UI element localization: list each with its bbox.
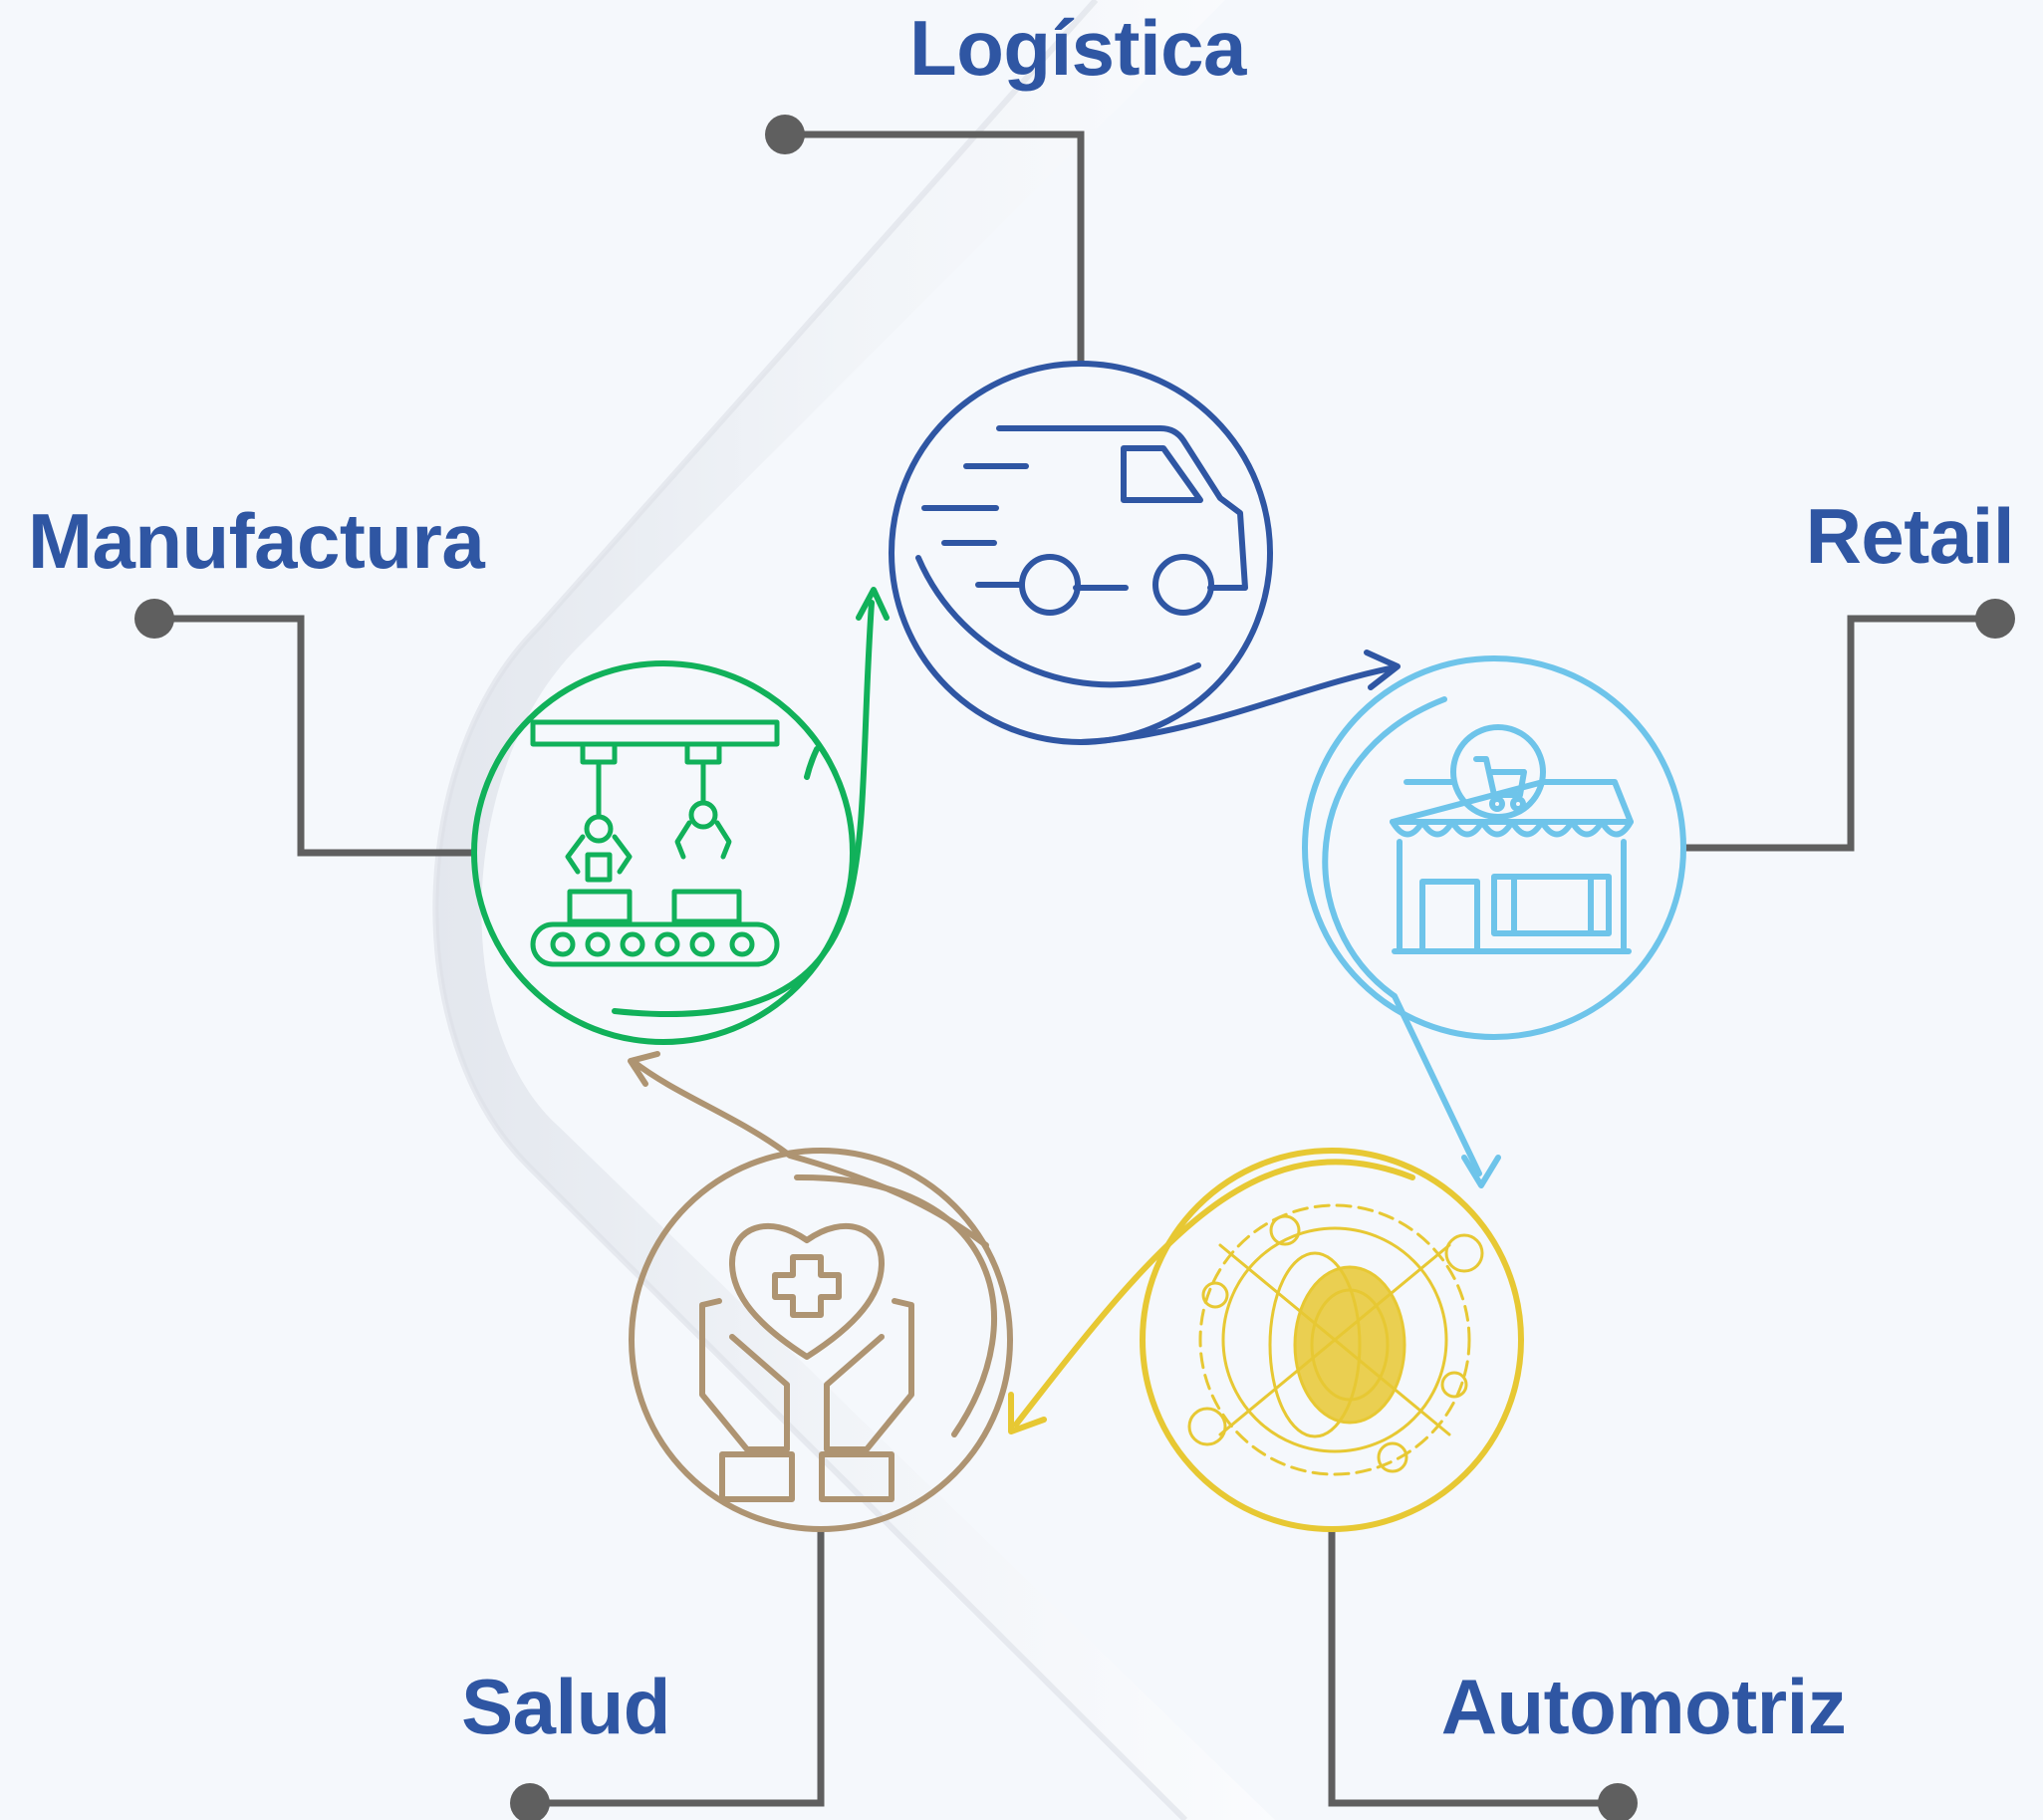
connector-dots (134, 115, 2015, 1820)
label-retail: Retail (1806, 492, 2014, 580)
connector-automotriz (1328, 1529, 1618, 1807)
hands-heart-cross-icon (699, 1222, 914, 1502)
label-logistica: Logística (909, 4, 1247, 92)
label-automotriz: Automotriz (1441, 1663, 1847, 1750)
background-band-edge (432, 0, 1188, 1820)
arrowhead-manufactura (628, 1051, 660, 1087)
connector-manufactura (154, 615, 474, 857)
flow-arrow-salud-to-manufactura (630, 1058, 989, 1248)
ring-manufactura (471, 660, 856, 1045)
node-manufactura (471, 587, 890, 1045)
connector-salud (530, 1529, 825, 1807)
ring-salud (629, 1148, 1013, 1532)
swirl-automotriz (1013, 1159, 1415, 1428)
dot-retail (1975, 599, 2015, 639)
label-salud: Salud (461, 1663, 670, 1750)
arrowhead-salud (1008, 1392, 1047, 1434)
ring-automotriz (1140, 1148, 1524, 1532)
flow-arrow-logistica-to-retail (1078, 664, 1398, 745)
arrowhead-retail (1364, 650, 1401, 690)
dot-automotriz (1598, 1783, 1638, 1820)
connector-lines (154, 130, 1995, 1807)
ring-retail (1302, 655, 1686, 1040)
connector-logistica (785, 130, 1085, 364)
dot-logistica (765, 115, 805, 154)
robotic-arm-conveyor-icon (530, 719, 780, 967)
storefront-cart-icon (1390, 724, 1634, 954)
arrowhead-automotriz (1461, 1155, 1501, 1188)
delivery-truck-icon (921, 425, 1248, 616)
gear-wheel-wrench-icon (1187, 1203, 1484, 1476)
dot-manufactura (134, 599, 174, 639)
swirl-logistica (915, 555, 1201, 688)
swirl-manufactura-right (804, 746, 820, 780)
swirl-manufactura (612, 600, 875, 1017)
connector-retail (1683, 615, 1995, 852)
label-manufactura: Manufactura (28, 497, 485, 585)
arrowhead-logistica (856, 587, 890, 621)
dot-salud (510, 1783, 550, 1820)
node-automotriz (1008, 1148, 1524, 1532)
node-retail (1302, 655, 1686, 1188)
swirl-retail (1322, 696, 1482, 1176)
node-salud (628, 1051, 1013, 1532)
